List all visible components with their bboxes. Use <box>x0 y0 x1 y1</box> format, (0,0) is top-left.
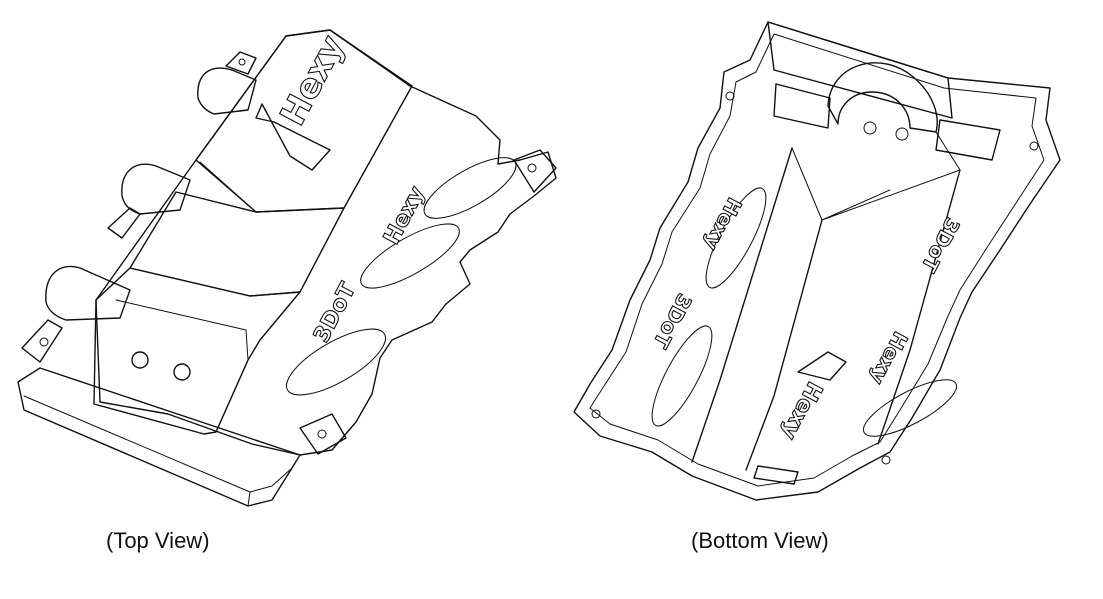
left-bump-3 <box>197 67 257 115</box>
embossed-model-left: 3DoT <box>648 290 697 353</box>
left-bump-1 <box>45 265 131 321</box>
front-nose <box>93 267 301 435</box>
oval-left-rear <box>705 187 767 289</box>
right-tab-front-hole <box>317 429 327 439</box>
bottom-view-caption: (Bottom View) <box>691 528 829 553</box>
bottom-view-drawing: Hexy 3DoT 3DoT Hexy Hexy <box>573 21 1061 501</box>
hole-rear-left <box>725 91 735 101</box>
oval-left-front <box>651 325 713 427</box>
front-hole-left <box>131 351 149 369</box>
base-plate <box>17 367 301 507</box>
left-tab-rear-hole <box>39 337 49 347</box>
front-slot <box>753 465 799 485</box>
left-tab-rear <box>21 319 63 363</box>
rear-pocket <box>773 83 831 129</box>
right-tab-front <box>299 413 347 455</box>
top-view-figure: Hexy Hexy 3DoT <box>0 0 560 520</box>
right-tab-rear-hole <box>527 163 537 173</box>
rear-tab <box>225 51 257 75</box>
right-oval-mid <box>360 223 460 289</box>
arch-hole-right <box>895 127 909 141</box>
embossed-brand-left: Hexy <box>699 194 747 255</box>
center-arch <box>827 62 938 133</box>
hole-rear-right <box>1029 141 1039 151</box>
rear-tab-hole <box>238 58 246 66</box>
embossed-brand-bottom: Hexy <box>776 377 827 443</box>
front-face <box>115 299 249 433</box>
channel-wall-left <box>691 147 793 463</box>
base-plate-edge <box>23 395 293 507</box>
oval-right-front <box>862 379 958 437</box>
inner-rim <box>589 33 1045 487</box>
top-view-caption: (Top View) <box>106 528 210 553</box>
bottom-view-figure: Hexy 3DoT 3DoT Hexy Hexy <box>560 0 1103 520</box>
hole-front-left <box>591 409 601 419</box>
channel-wall-mid <box>745 219 823 471</box>
rear-block <box>767 21 953 119</box>
roof-line <box>199 85 413 213</box>
embossed-brand-side: Hexy <box>379 182 430 248</box>
rear-pocket-right <box>935 119 1001 161</box>
embossed-model-side: 3DoT <box>309 279 361 347</box>
outer-rim <box>573 21 1061 501</box>
logo-chevron <box>255 103 331 171</box>
channel-floor <box>791 131 961 221</box>
channel-wall-right <box>877 169 961 445</box>
right-oval-front <box>285 328 387 396</box>
embossed-brand-roof: Hexy <box>273 29 353 132</box>
hole-front-right <box>881 455 891 465</box>
top-view-drawing: Hexy Hexy 3DoT <box>17 28 557 507</box>
front-hole-right <box>173 363 191 381</box>
arch-hole-left <box>863 121 877 135</box>
left-bump-2 <box>121 163 191 215</box>
embossed-brand-right: Hexy <box>865 328 913 389</box>
right-tab-rear <box>513 149 557 193</box>
logo-chevron <box>797 351 847 381</box>
embossed-model-right: 3DoT <box>916 214 965 277</box>
